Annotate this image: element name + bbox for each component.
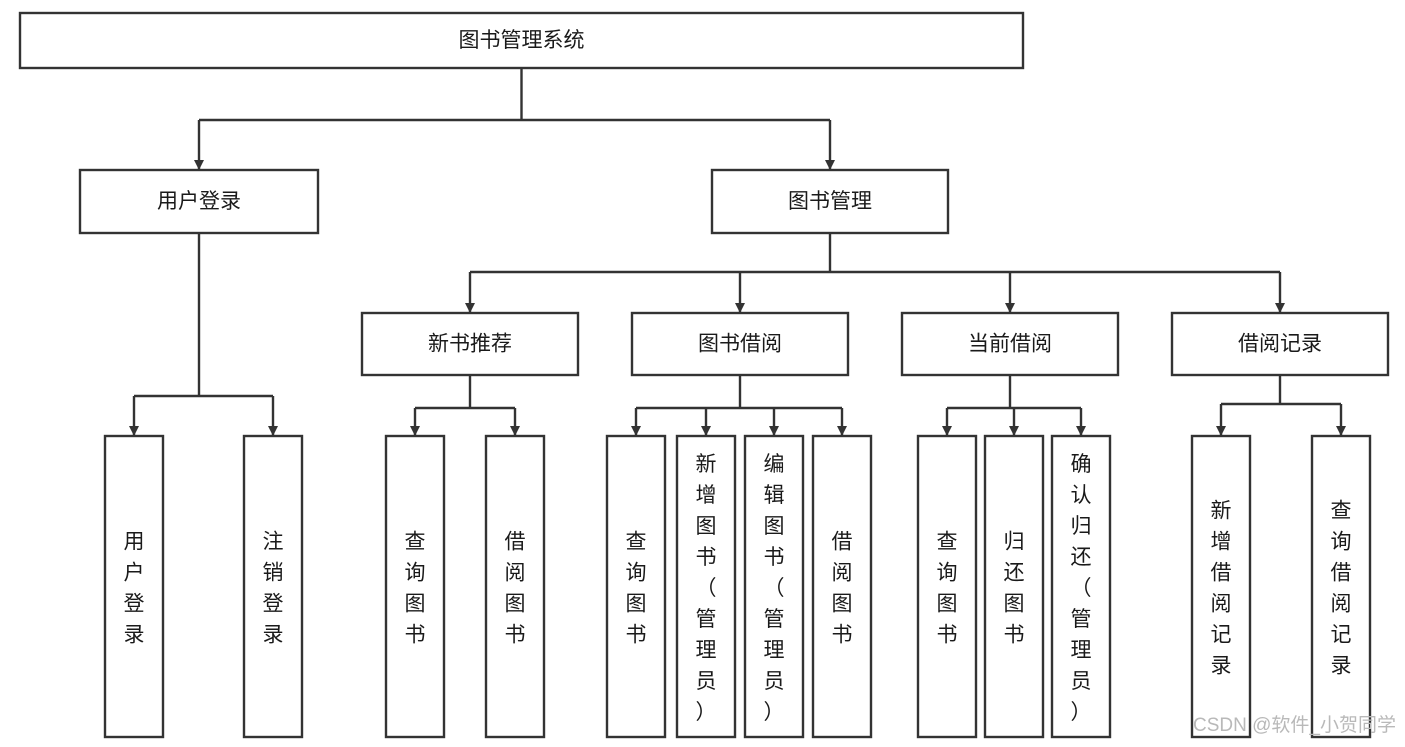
node-label-leaf-query-book-1: 查询图书 <box>405 531 426 647</box>
node-label-new-book-recommend: 新书推荐 <box>428 333 512 356</box>
node-label-user-login: 用户登录 <box>157 190 241 213</box>
node-leaf-add-book[interactable]: 新增图书（管理员） <box>675 434 737 739</box>
node-label-leaf-query-book-2: 查询图书 <box>626 531 647 647</box>
node-label-leaf-query-book-3: 查询图书 <box>937 531 958 647</box>
node-leaf-borrow-book-2[interactable]: 借阅图书 <box>811 434 873 739</box>
node-leaf-confirm-return[interactable]: 确认归还（管理员） <box>1050 434 1112 739</box>
node-label-book-borrow: 图书借阅 <box>698 333 782 356</box>
node-label-leaf-borrow-book-1: 借阅图书 <box>505 531 526 647</box>
node-leaf-return-book[interactable]: 归还图书 <box>983 434 1045 739</box>
node-label-leaf-borrow-book-2: 借阅图书 <box>832 531 853 647</box>
node-label-root: 图书管理系统 <box>459 29 585 52</box>
node-label-book-manage: 图书管理 <box>788 190 872 213</box>
node-leaf-query-record[interactable]: 查询借阅记录 <box>1310 434 1372 739</box>
node-box-leaf-confirm-return[interactable] <box>1050 434 1112 739</box>
node-book-manage[interactable]: 图书管理 <box>710 168 950 235</box>
node-leaf-add-record[interactable]: 新增借阅记录 <box>1190 434 1252 739</box>
connector-layer <box>129 68 1346 436</box>
node-label-borrow-record: 借阅记录 <box>1238 333 1322 356</box>
node-box-root[interactable] <box>18 11 1025 70</box>
node-box-leaf-user-logout[interactable] <box>242 434 304 739</box>
node-label-leaf-user-logout: 注销登录 <box>263 531 284 647</box>
node-box-book-manage[interactable] <box>710 168 950 235</box>
node-box-leaf-query-book-3[interactable] <box>916 434 978 739</box>
node-leaf-query-book-3[interactable]: 查询图书 <box>916 434 978 739</box>
node-box-leaf-add-record[interactable] <box>1190 434 1252 739</box>
node-box-leaf-query-book-1[interactable] <box>384 434 446 739</box>
node-leaf-borrow-book-1[interactable]: 借阅图书 <box>484 434 546 739</box>
node-label-leaf-query-record: 查询借阅记录 <box>1331 500 1352 678</box>
csdn-watermark: CSDN @软件_小贺同学 <box>1193 714 1396 736</box>
node-label-leaf-user-login: 用户登录 <box>124 531 145 647</box>
node-box-current-borrow[interactable] <box>900 311 1120 377</box>
node-box-borrow-record[interactable] <box>1170 311 1390 377</box>
node-box-leaf-return-book[interactable] <box>983 434 1045 739</box>
node-box-user-login[interactable] <box>78 168 320 235</box>
node-box-leaf-borrow-book-2[interactable] <box>811 434 873 739</box>
node-layer: 图书管理系统用户登录图书管理新书推荐图书借阅当前借阅借阅记录用户登录注销登录查询… <box>18 11 1390 739</box>
node-borrow-record[interactable]: 借阅记录 <box>1170 311 1390 377</box>
node-box-new-book-recommend[interactable] <box>360 311 580 377</box>
node-label-leaf-return-book: 归还图书 <box>1004 531 1025 647</box>
node-label-leaf-edit-book: 编辑图书（管理员） <box>764 453 785 724</box>
node-label-leaf-confirm-return: 确认归还（管理员） <box>1071 453 1092 724</box>
node-current-borrow[interactable]: 当前借阅 <box>900 311 1120 377</box>
node-box-leaf-query-book-2[interactable] <box>605 434 667 739</box>
node-label-leaf-add-record: 新增借阅记录 <box>1211 500 1232 678</box>
node-box-leaf-borrow-book-1[interactable] <box>484 434 546 739</box>
node-leaf-user-logout[interactable]: 注销登录 <box>242 434 304 739</box>
node-leaf-query-book-2[interactable]: 查询图书 <box>605 434 667 739</box>
node-book-borrow[interactable]: 图书借阅 <box>630 311 850 377</box>
node-label-leaf-add-book: 新增图书（管理员） <box>696 453 717 724</box>
node-box-leaf-user-login[interactable] <box>103 434 165 739</box>
node-leaf-edit-book[interactable]: 编辑图书（管理员） <box>743 434 805 739</box>
node-user-login[interactable]: 用户登录 <box>78 168 320 235</box>
node-new-book-recommend[interactable]: 新书推荐 <box>360 311 580 377</box>
node-root[interactable]: 图书管理系统 <box>18 11 1025 70</box>
node-box-leaf-add-book[interactable] <box>675 434 737 739</box>
node-label-current-borrow: 当前借阅 <box>968 333 1052 356</box>
node-box-leaf-query-record[interactable] <box>1310 434 1372 739</box>
node-leaf-user-login[interactable]: 用户登录 <box>103 434 165 739</box>
node-box-leaf-edit-book[interactable] <box>743 434 805 739</box>
node-leaf-query-book-1[interactable]: 查询图书 <box>384 434 446 739</box>
node-box-book-borrow[interactable] <box>630 311 850 377</box>
